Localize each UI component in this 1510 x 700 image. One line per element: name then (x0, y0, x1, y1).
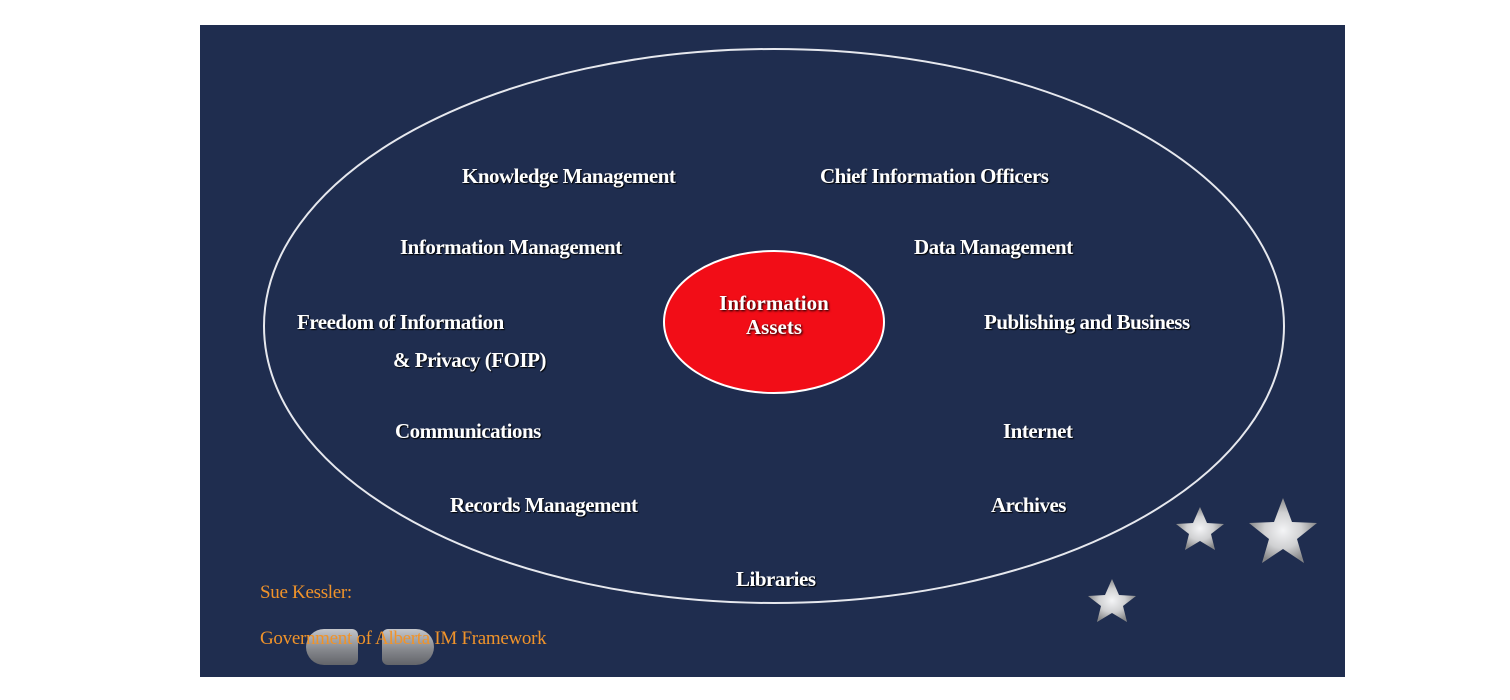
star-icon (1088, 579, 1136, 622)
credit-source: Government of Alberta IM Framework (260, 628, 547, 649)
outer-ellipse (263, 48, 1285, 604)
domain-knowledge-management: Knowledge Management (462, 164, 676, 188)
domain-archives: Archives (991, 493, 1066, 517)
domain-freedom-of-information: Freedom of Information (297, 310, 504, 334)
domain-publishing-and-business: Publishing and Business (984, 310, 1190, 334)
domain-internet: Internet (1003, 419, 1073, 443)
domain-records-management: Records Management (450, 493, 638, 517)
domain-libraries: Libraries (736, 567, 816, 591)
domain-chief-information-officers: Chief Information Officers (820, 164, 1049, 188)
diagram-canvas (263, 48, 1317, 622)
nav-forward-icon[interactable] (382, 629, 434, 665)
domain-communications: Communications (395, 419, 541, 443)
star-icon (1176, 507, 1224, 550)
star-icon (1249, 498, 1317, 563)
domain-data-management: Data Management (914, 235, 1073, 259)
center-label: Information Assets (664, 291, 884, 339)
diagram-slide: Information Assets Knowledge Management … (200, 25, 1345, 677)
nav-back-icon[interactable] (306, 629, 358, 665)
domain-foip: & Privacy (FOIP) (393, 348, 546, 372)
center-label-line-2: Assets (746, 315, 802, 339)
center-ellipse (663, 250, 885, 394)
credit-author: Sue Kessler: (260, 582, 352, 603)
center-label-line-1: Information (719, 291, 829, 315)
domain-information-management: Information Management (400, 235, 622, 259)
